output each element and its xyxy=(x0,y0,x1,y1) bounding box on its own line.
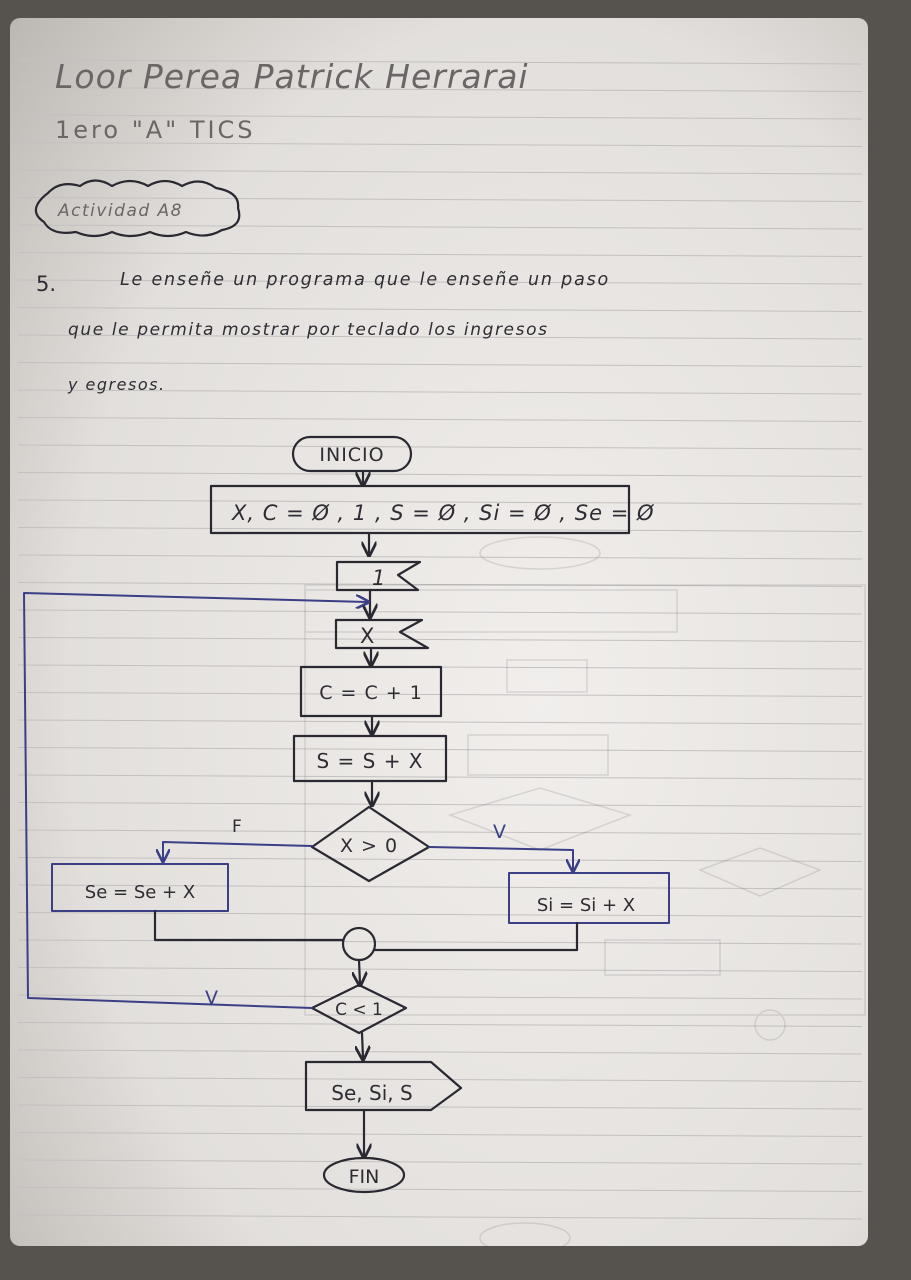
ruled-line xyxy=(17,1022,863,1027)
ruled-line xyxy=(17,1049,863,1055)
output-display: Se, Si, S xyxy=(304,1060,463,1112)
ingress-process: Si = Si + X xyxy=(508,872,670,924)
ruled-line xyxy=(17,252,863,257)
sum-label: S = S + X xyxy=(316,749,423,773)
flowchart: INICIO X, C = Ø , 1 , S = Ø , Si = Ø , S… xyxy=(23,435,670,1194)
activity-cloud xyxy=(34,179,241,238)
false-label: F xyxy=(232,817,242,837)
decision-counter: C < 1 xyxy=(310,983,408,1035)
ruled-line xyxy=(17,884,863,890)
output-label: Se, Si, S xyxy=(331,1081,412,1105)
init-label: X, C = Ø , 1 , S = Ø , Si = Ø , Se = Ø xyxy=(231,501,655,525)
ruled-line xyxy=(17,87,863,92)
ruled-line xyxy=(17,114,863,120)
ruled-line xyxy=(17,609,863,615)
read-n-label: 1 xyxy=(372,566,385,590)
ruled-line xyxy=(17,224,863,230)
ruled-line xyxy=(17,1132,863,1137)
ruled-line xyxy=(17,582,863,587)
student-name: Loor Perea Patrick Herrarai xyxy=(55,57,529,96)
ruled-line xyxy=(17,169,863,175)
ruled-line xyxy=(17,719,863,725)
ruled-line xyxy=(17,1159,863,1165)
ruled-line xyxy=(17,444,863,450)
ruled-line xyxy=(17,389,863,395)
ruled-line xyxy=(17,279,863,285)
problem-number: 5. xyxy=(36,272,56,296)
ruled-line xyxy=(17,307,863,312)
ruled-line xyxy=(17,637,863,642)
end-label: FIN xyxy=(349,1166,380,1188)
egress-process: Se = Se + X xyxy=(51,863,229,912)
ruled-line xyxy=(17,1104,863,1110)
problem-line-1: Le enseñe un programa que le enseñe un p… xyxy=(120,270,610,290)
egress-label: Se = Se + X xyxy=(85,882,195,903)
bleed-through xyxy=(304,536,866,1254)
ruled-line xyxy=(17,1077,863,1082)
loop-label: V xyxy=(205,987,218,1009)
ruled-line xyxy=(17,59,863,65)
ruled-line xyxy=(17,142,863,147)
ruled-line xyxy=(17,1187,863,1192)
end-terminator: FIN xyxy=(322,1156,406,1194)
ruled-line xyxy=(17,967,863,972)
read-x-label: X xyxy=(360,624,374,648)
ruled-line xyxy=(17,527,863,532)
ruled-lines xyxy=(17,59,863,1220)
activity-label: Actividad A8 xyxy=(57,201,183,221)
ruled-line xyxy=(17,554,863,560)
ruled-line xyxy=(17,1214,863,1220)
ruled-line xyxy=(17,802,863,807)
ruled-line xyxy=(17,747,863,752)
ruled-line xyxy=(17,829,863,835)
init-box: X, C = Ø , 1 , S = Ø , Si = Ø , Se = Ø xyxy=(209,484,655,535)
decision-c-label: C < 1 xyxy=(335,1000,383,1020)
start-terminator: INICIO xyxy=(291,435,413,473)
ruled-line xyxy=(17,362,863,367)
ruled-line xyxy=(17,499,863,505)
ruled-line xyxy=(17,994,863,1000)
start-label: INICIO xyxy=(319,444,384,466)
counter-label: C = C + 1 xyxy=(319,682,423,704)
ruled-line xyxy=(17,197,863,202)
ruled-line xyxy=(17,472,863,477)
ruled-line xyxy=(17,912,863,917)
true-label: V xyxy=(493,821,506,843)
problem-line-2: que le permita mostrar por teclado los i… xyxy=(68,320,549,340)
ruled-line xyxy=(17,417,863,422)
read-x-input: X xyxy=(334,618,430,650)
ruled-line xyxy=(17,774,863,780)
ingress-label: Si = Si + X xyxy=(537,895,635,916)
course-line: 1ero "A" TICS xyxy=(55,116,256,144)
problem-line-3: y egresos. xyxy=(67,375,166,394)
read-n-input: 1 xyxy=(335,560,422,592)
ruled-line xyxy=(17,334,863,340)
decision-x-label: X > 0 xyxy=(340,835,398,857)
sum-process: S = S + X xyxy=(292,734,448,783)
